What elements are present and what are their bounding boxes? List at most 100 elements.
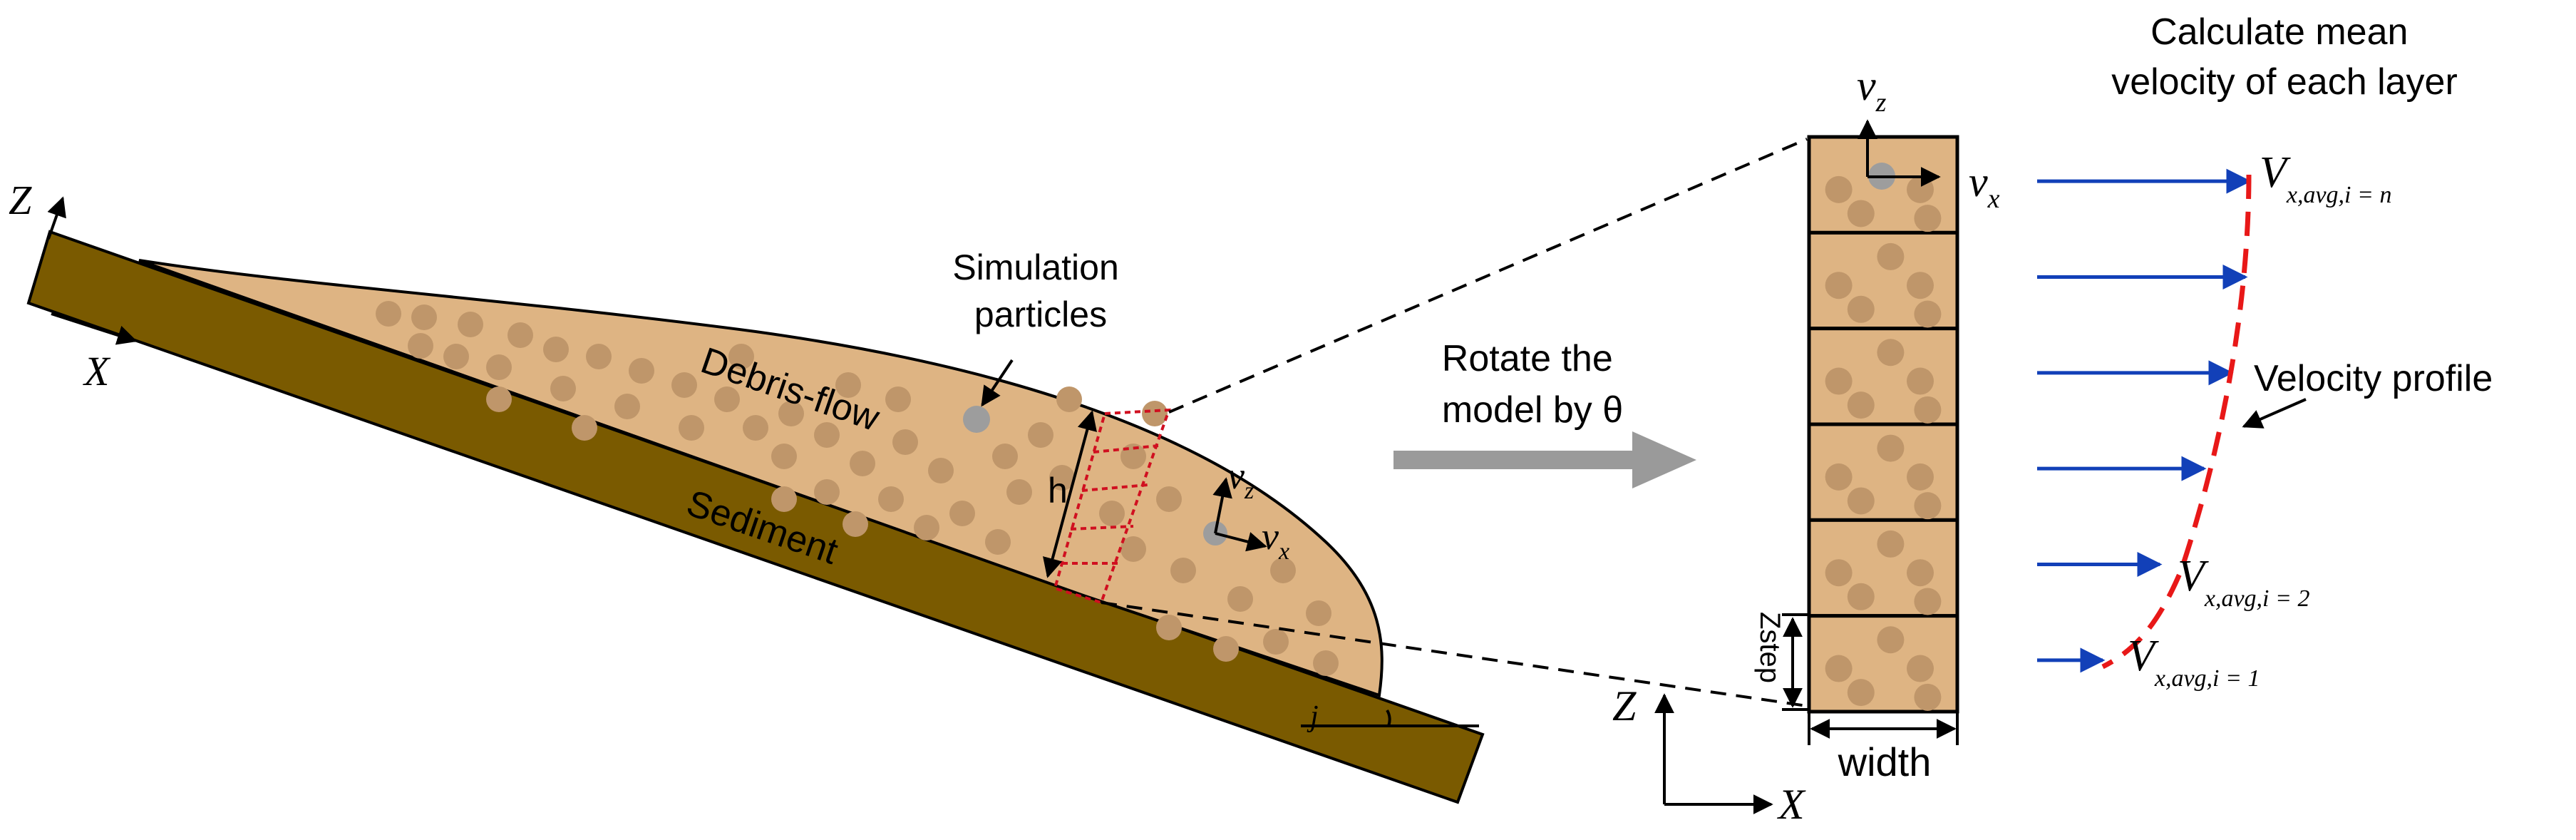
flow-particle (458, 312, 483, 337)
flow-particle (914, 515, 939, 541)
column-particle (1914, 300, 1942, 328)
v-1-label: Vx,avg,i = 1 (2128, 632, 2260, 692)
column-particle (1847, 583, 1875, 610)
rotate-step: Rotate the model by θ (1393, 338, 1696, 488)
column-particle (1914, 205, 1942, 232)
flow-particle (1142, 401, 1168, 426)
flow-particle (992, 444, 1018, 469)
flow-particle (486, 354, 512, 380)
flow-particle (771, 486, 797, 512)
column-particle (1907, 175, 1934, 203)
flow-particle (1056, 386, 1082, 412)
slope-angle-arc (1386, 709, 1391, 727)
debris-flow-body (138, 259, 1384, 697)
flow-particle (778, 401, 804, 426)
x-axis-left (51, 312, 138, 345)
vz-label-column: vz (1857, 62, 1887, 118)
flow-particle (985, 529, 1011, 555)
calc-label: Calculate mean velocity of each layer (2111, 11, 2458, 103)
projection-line-top (1168, 138, 1808, 414)
column-particle (1825, 272, 1853, 299)
flow-particle (486, 386, 512, 412)
velocity-profile-curve (2101, 174, 2252, 670)
flow-particle (728, 344, 754, 369)
flow-particle (629, 358, 654, 384)
flow-particle (885, 386, 911, 412)
column-particle (1877, 339, 1905, 367)
flow-particle (814, 479, 840, 505)
column-particle (1914, 396, 1942, 424)
flow-particle (443, 344, 469, 369)
column-particle (1825, 463, 1853, 491)
column-panel: vz vx width Zstep Z X (1612, 62, 2000, 828)
v-2-label: Vx,avg,i = 2 (2178, 552, 2309, 612)
column-particle (1825, 175, 1853, 203)
flow-particle (671, 372, 697, 398)
z-axis-label-right: Z (1612, 682, 1637, 729)
simulation-pointer (981, 359, 1014, 407)
flow-particle (771, 444, 797, 469)
flow-particle (714, 386, 740, 412)
flow-particle (586, 344, 612, 369)
flow-particle (928, 458, 954, 483)
projection-line-bottom (1101, 601, 1808, 707)
column-particle (1825, 367, 1853, 395)
vz-arrow-left (1212, 477, 1232, 534)
flow-particle (1120, 536, 1146, 562)
flow-particle (408, 333, 433, 359)
flow-particle (411, 304, 437, 330)
flow-particle (949, 501, 975, 526)
x-axis-label-left: X (83, 348, 111, 394)
column-particle (1877, 434, 1905, 462)
zstep-label: Zstep (1754, 612, 1786, 683)
flow-particle (550, 376, 576, 401)
velocity-arrows (2037, 168, 2252, 673)
flow-particle (1313, 650, 1339, 676)
flow-particle (1263, 629, 1289, 655)
x-axis-label-right: X (1777, 781, 1806, 828)
rotate-label: Rotate the model by θ (1442, 338, 1623, 431)
rotate-arrow (1393, 431, 1696, 488)
flow-particle (850, 451, 875, 476)
column-particle (1907, 463, 1934, 491)
h-label: h (1048, 471, 1068, 511)
flow-particle (835, 372, 861, 398)
vz-label-left: vz (1227, 454, 1254, 504)
column-particle (1847, 487, 1875, 515)
flow-particle (1156, 615, 1182, 640)
velocity-profile: Calculate mean velocity of each layer Ve… (2037, 11, 2493, 692)
z-axis-left (47, 196, 66, 240)
velocity-profile-pointer (2242, 398, 2307, 429)
vx-label-left: vx (1262, 515, 1289, 565)
vx-label-column: vx (1969, 158, 2000, 214)
column-particle (1847, 295, 1875, 323)
column-particle (1825, 655, 1853, 682)
flow-particle (1099, 501, 1125, 526)
flow-particle (1213, 636, 1239, 662)
column-particle (1907, 559, 1934, 587)
flow-particle (1006, 479, 1032, 505)
column-particle (1877, 626, 1905, 654)
flow-particle (1270, 558, 1296, 583)
column-particle (1847, 679, 1875, 707)
column-particle (1907, 272, 1934, 299)
column-particle (1907, 655, 1934, 682)
column-particle (1914, 492, 1942, 520)
flow-particle (1170, 558, 1196, 583)
column-particles (1825, 175, 1942, 711)
z-axis-label-left: Z (9, 177, 32, 223)
theta-marker: j (1307, 700, 1319, 733)
column-particle (1914, 683, 1942, 711)
simulation-label: Simulation particles (952, 247, 1128, 334)
flow-particles (376, 301, 1339, 676)
flow-particle (892, 429, 918, 455)
slope-model: vz vx h j Z X Simulation particles (9, 138, 1808, 804)
column-particle (1914, 588, 1942, 615)
flow-particle (1156, 486, 1182, 512)
flow-particle (1306, 600, 1331, 626)
h-arrow (1043, 410, 1097, 578)
column-particle (1877, 530, 1905, 558)
column-particle (1877, 242, 1905, 270)
flow-particle (743, 415, 768, 441)
